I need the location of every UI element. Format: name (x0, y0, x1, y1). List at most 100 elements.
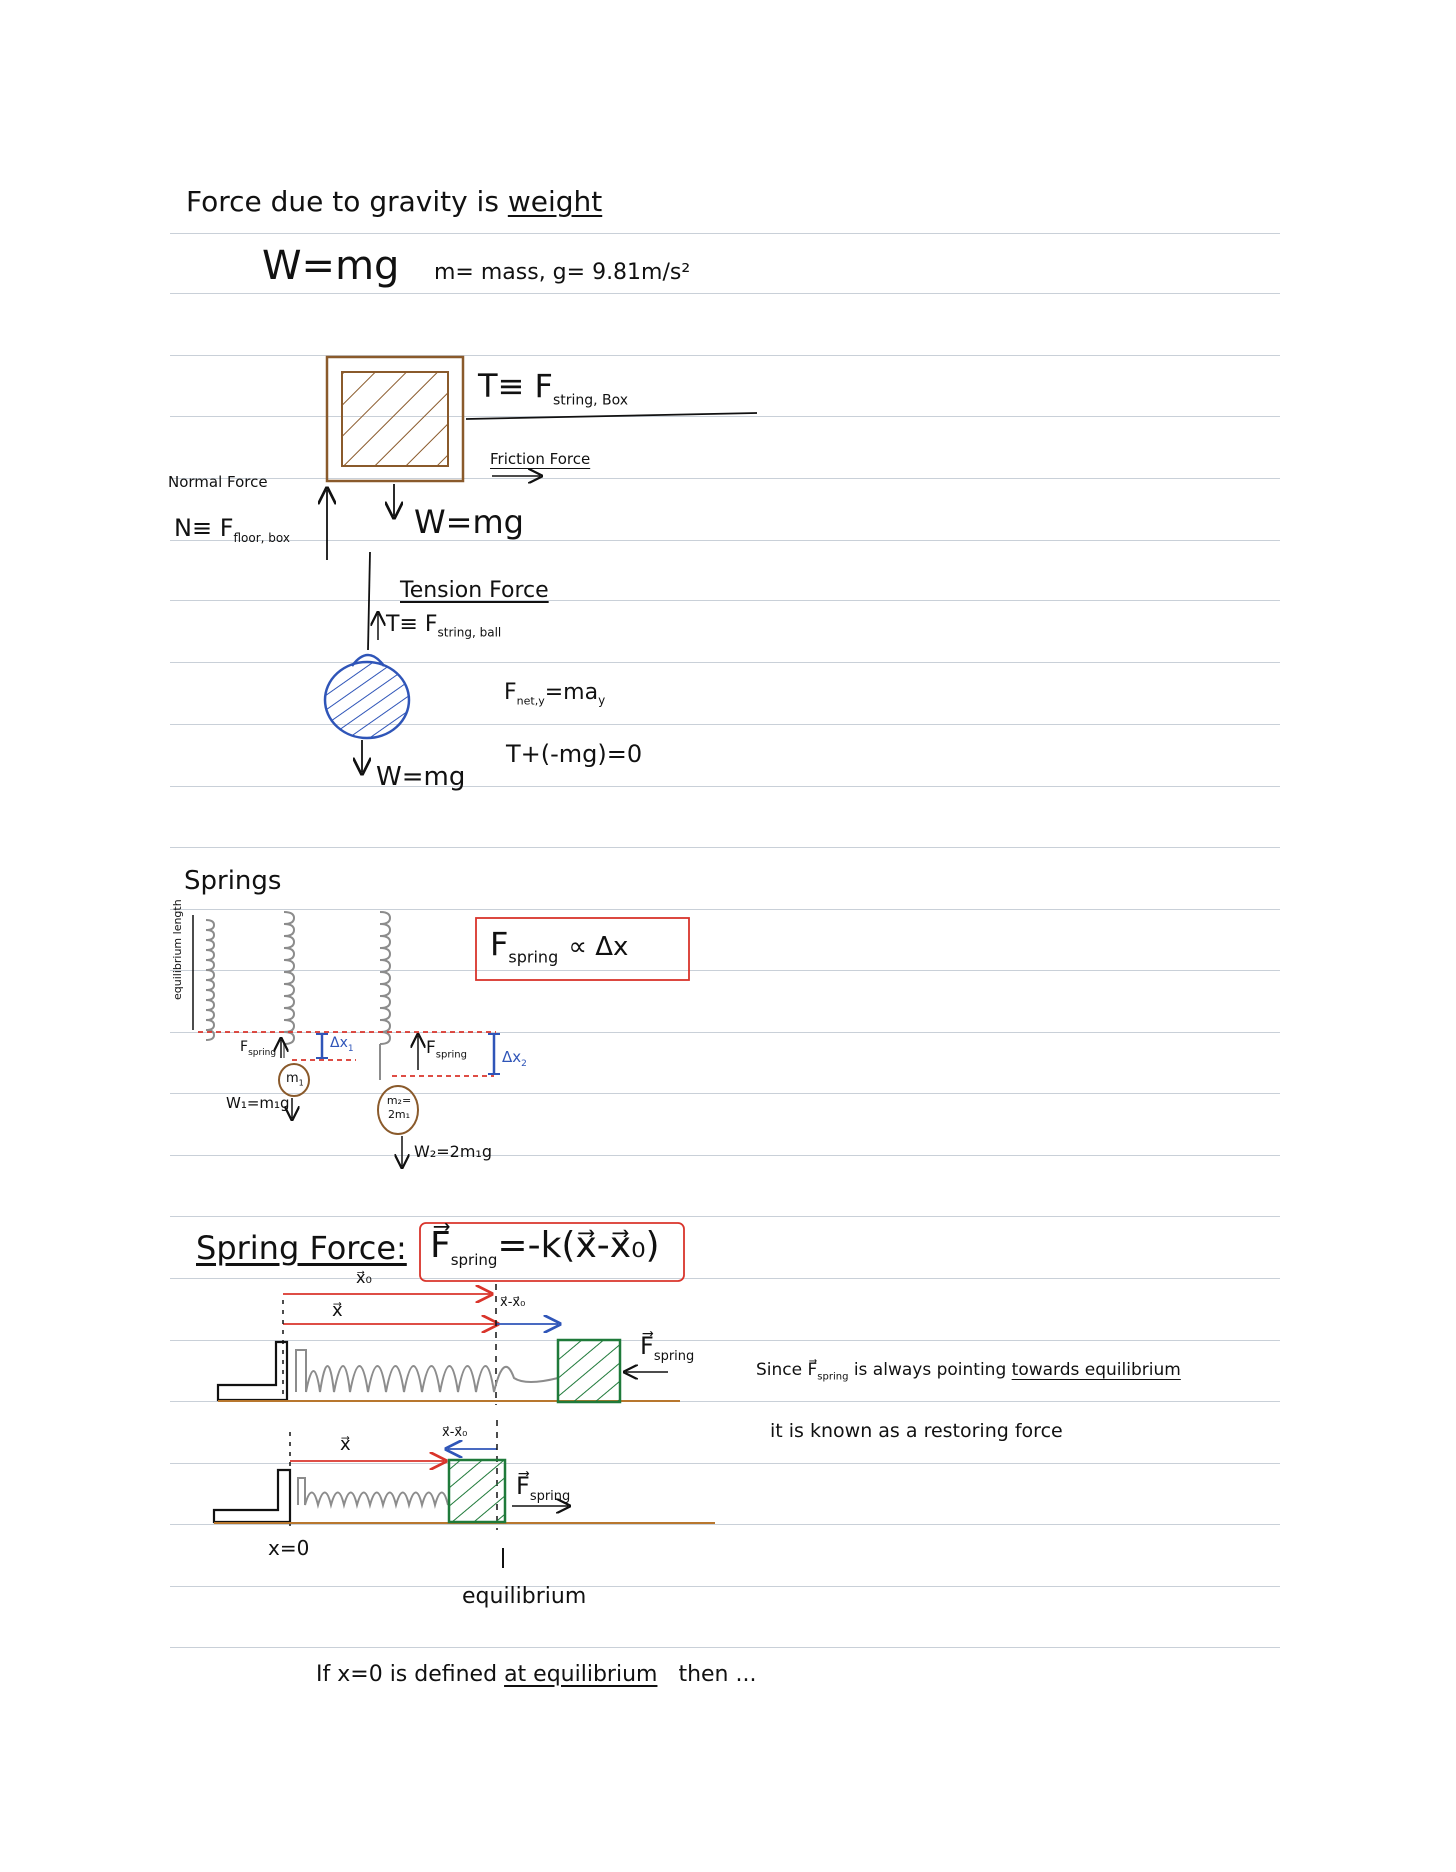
net-force-eq: Fnet,y=may (504, 680, 606, 708)
rule-line (170, 1155, 1280, 1156)
top-fspring-label: F⃗spring (640, 1334, 694, 1363)
spring-1 (205, 919, 216, 1041)
rule-line (170, 293, 1280, 294)
restoring-note-line2: it is known as a restoring force (770, 1422, 1063, 1441)
proportionality-eq: Fspring ∝ Δx (490, 928, 628, 965)
hooke-formula: F⃗spring=-k(x⃗-x⃗₀) (430, 1228, 660, 1268)
dx2-label: Δx2 (502, 1050, 527, 1069)
dx2-sub: 2 (521, 1059, 527, 1069)
bot-fspring-label: F⃗spring (516, 1474, 570, 1503)
bot-diff-label: x⃗-x⃗₀ (442, 1425, 468, 1440)
ball-tension-sub: string, ball (437, 625, 502, 640)
m2-text-a: m₂= (386, 1094, 412, 1107)
note1-sub: spring (817, 1371, 849, 1383)
normal-force-label: Normal Force (168, 473, 268, 491)
final-e: then ... (678, 1662, 757, 1687)
f-spring-2-sub: spring (435, 1049, 467, 1061)
rule-line (170, 1524, 1280, 1525)
tension-force-title: Tension Force (400, 578, 549, 603)
dx1-sub: 1 (347, 1043, 354, 1054)
note1-c: towards equilibrium (1011, 1360, 1181, 1380)
spring-force-heading: Spring Force: (196, 1229, 407, 1267)
dx1-label: Δx1 (330, 1036, 354, 1054)
dx2-text: Δx (502, 1048, 522, 1066)
rule-line (170, 600, 1280, 601)
rule-line (170, 1463, 1280, 1464)
hanging-ball (323, 653, 411, 740)
dx1-text: Δx (330, 1035, 348, 1051)
gravity-definitions: m= mass, g= 9.81m/s² (434, 260, 691, 285)
final-statement: If x=0 is defined at equilibrium then ..… (316, 1664, 756, 1686)
rule-line (170, 1093, 1280, 1094)
bot-x-label: x⃗ (340, 1434, 351, 1455)
net-eq-rhs-sub: y (598, 693, 606, 708)
proportionality-box (475, 917, 690, 981)
final-a: If (316, 1662, 331, 1687)
net-eq-rhs: =ma (544, 680, 599, 705)
gravity-heading-word: weight (507, 185, 603, 218)
equilibrium-label: equilibrium (462, 1584, 587, 1609)
rule-line (170, 1647, 1280, 1648)
normal-eq-sub: floor, box (233, 530, 291, 545)
rule-line (170, 786, 1280, 787)
top-fspring-text: F⃗ (640, 1332, 654, 1360)
rule-line (170, 847, 1280, 848)
springs-heading: Springs (184, 866, 282, 896)
top-fspring-sub: spring (653, 1348, 695, 1364)
f-spring-1-label: Fspring (240, 1040, 276, 1058)
f-spring-2-text: F (426, 1038, 436, 1058)
bot-block (447, 1458, 507, 1524)
bot-fspring-sub: spring (529, 1488, 571, 1504)
m1-sub: 1 (298, 1078, 304, 1088)
rule-line (170, 1216, 1280, 1217)
friction-force-label: Friction Force (490, 450, 591, 468)
equil-length-label: equilibrium length (171, 899, 184, 1000)
m1-label: m1 (286, 1072, 304, 1088)
rule-line (170, 1401, 1280, 1402)
m2-label: m₂=2m₁ (384, 1094, 414, 1123)
weight-formula: W=mg (262, 243, 400, 289)
gravity-heading-prefix: Force due to gravity is (186, 185, 499, 218)
f-spring-1-sub: spring (248, 1047, 277, 1058)
rule-line (170, 724, 1280, 725)
top-x-label: x⃗ (332, 1300, 343, 1321)
rule-line (170, 1278, 1280, 1279)
prop-lhs: F (490, 925, 509, 963)
hooke-formula-box (419, 1222, 685, 1282)
top-x0-label: x⃗₀ (356, 1268, 372, 1287)
ball-weight-label: W=mg (376, 762, 466, 792)
rule-line (170, 478, 1280, 479)
net-eq-f: F (504, 680, 517, 705)
mass-1 (278, 1063, 310, 1097)
m2-text-b: 2m₁ (387, 1108, 411, 1122)
final-c: is defined (389, 1662, 498, 1687)
rule-line (170, 1032, 1280, 1033)
note2-c: force (1014, 1420, 1063, 1442)
box-block (325, 355, 465, 483)
prop-rhs: ∝ Δx (568, 932, 629, 962)
rule-line (170, 1340, 1280, 1341)
bot-spring (297, 1477, 449, 1509)
final-d: at equilibrium (504, 1662, 658, 1687)
m1-text: m (286, 1071, 299, 1086)
ball-tension-label: T≡ Fstring, ball (386, 614, 502, 640)
top-diff-label: x⃗-x⃗₀ (500, 1295, 526, 1310)
note1-b: is always pointing (853, 1360, 1007, 1380)
x-zero-label: x=0 (268, 1536, 310, 1560)
hanging-string (367, 551, 371, 651)
spring-3 (379, 911, 392, 1045)
f-spring-1-text: F (240, 1039, 249, 1055)
w1-label: W₁=m₁g (226, 1094, 290, 1112)
note2-b: restoring (923, 1420, 1009, 1442)
prop-sub: spring (508, 947, 559, 967)
top-spring (295, 1349, 559, 1393)
restoring-note-line1: Since F⃗spring is always pointing toward… (756, 1362, 1181, 1382)
w2-label: W₂=2m₁g (414, 1142, 492, 1161)
hooke-lhs: F⃗ (430, 1225, 451, 1266)
top-block (556, 1338, 622, 1404)
sum-forces-eq: T+(-mg)=0 (506, 740, 643, 768)
note1-a: Since F⃗ (756, 1360, 818, 1380)
hooke-rhs: =-k(x⃗-x⃗₀) (497, 1225, 660, 1266)
